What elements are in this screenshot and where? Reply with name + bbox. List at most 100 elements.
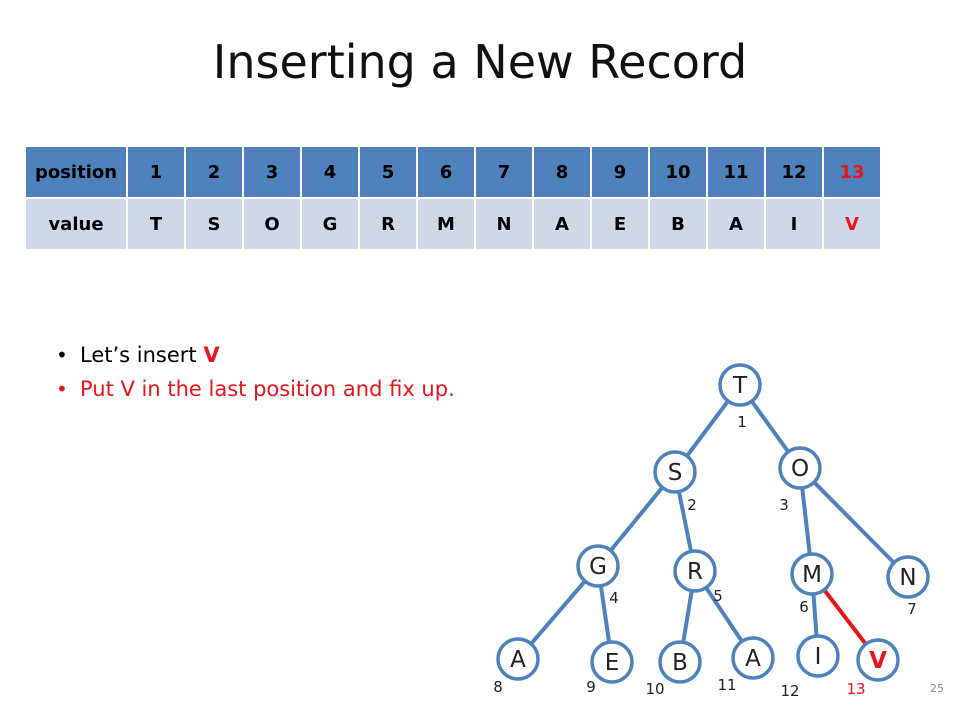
tree-node-circle: [796, 634, 840, 678]
tree-edge: [681, 590, 694, 643]
tree-node: S: [653, 450, 697, 494]
tree-edges: [529, 399, 896, 646]
tree-node-letter: V: [869, 648, 887, 674]
position-cell: 4: [300, 145, 360, 199]
tree-index-label: 6: [799, 598, 809, 616]
tree-edge: [811, 593, 819, 637]
bullet-item: • Put V in the last position and fix up.: [56, 372, 455, 406]
value-cell: M: [416, 197, 476, 251]
tree-node: T: [718, 363, 762, 407]
tree-edge-new: [822, 588, 868, 646]
tree-node: G: [576, 544, 620, 588]
tree-index-label: 5: [713, 587, 723, 605]
tree-node-circle: [653, 450, 697, 494]
position-cell: 8: [532, 145, 592, 199]
tree-node-circle: [590, 640, 634, 684]
tree-node-letter: A: [745, 646, 761, 672]
tree-edge: [704, 586, 744, 643]
tree-node-circle: [778, 446, 822, 490]
tree-edge: [750, 400, 790, 453]
tree-index-label: 10: [645, 680, 664, 698]
tree-node-circle: [856, 638, 900, 682]
tree-node-circle: [658, 640, 702, 684]
tree-node-letter: S: [668, 460, 683, 486]
bullet-item: • Let’s insert V: [56, 338, 455, 372]
tree-edge: [812, 480, 896, 565]
bullet-icon: •: [56, 343, 68, 367]
value-row: value T S O G R M N A E B A I V: [24, 197, 882, 251]
value-cell: A: [532, 197, 592, 251]
tree-node-new: V: [856, 638, 900, 682]
position-cell: 3: [242, 145, 302, 199]
tree-node: A: [496, 637, 540, 681]
tree-node: E: [590, 640, 634, 684]
bullet-text: Let’s insert: [80, 343, 204, 367]
tree-index-label: 1: [737, 413, 747, 431]
tree-node-letter: G: [589, 554, 607, 580]
bullet-highlight: V: [203, 343, 220, 367]
tree-node-letter: M: [802, 562, 822, 588]
tree-node-letter: N: [899, 565, 916, 591]
tree-index-label: 2: [687, 496, 697, 514]
tree-index-label: 12: [780, 682, 799, 700]
tree-node: O: [778, 446, 822, 490]
value-cell: T: [126, 197, 186, 251]
tree-index-label-new: 13: [846, 680, 865, 698]
bullet-icon: •: [56, 377, 68, 401]
tree-node-letter: E: [605, 650, 620, 676]
tree-node-circle: [731, 636, 775, 680]
tree-index-label: 3: [779, 496, 789, 514]
tree-node-circle: [673, 549, 717, 593]
tree-node: A: [731, 636, 775, 680]
tree-nodes: T S O G R M N A E B A I V: [496, 363, 930, 684]
value-cell: E: [590, 197, 650, 251]
value-cell: R: [358, 197, 418, 251]
position-row-label: position: [24, 145, 128, 199]
value-cell-new: V: [822, 197, 882, 251]
position-cell: 11: [706, 145, 766, 199]
value-cell: O: [242, 197, 302, 251]
bullet-text: Put V in the last position and fix up.: [80, 377, 455, 401]
tree-node-letter: R: [687, 559, 703, 585]
tree-node-circle: [790, 552, 834, 596]
position-cell: 2: [184, 145, 244, 199]
page-number: 25: [930, 682, 944, 695]
position-cell-new: 13: [822, 145, 882, 199]
value-cell: B: [648, 197, 708, 251]
position-cell: 12: [764, 145, 824, 199]
tree-node: N: [886, 555, 930, 599]
tree-edge: [685, 399, 730, 458]
tree-node: R: [673, 549, 717, 593]
tree-edge: [800, 487, 812, 555]
value-cell: N: [474, 197, 534, 251]
tree-edge: [609, 486, 664, 552]
position-cell: 1: [126, 145, 186, 199]
slide-title: Inserting a New Record: [212, 35, 748, 89]
value-cell: A: [706, 197, 766, 251]
tree-node: I: [796, 634, 840, 678]
bullet-list: • Let’s insert V • Put V in the last posit…: [56, 338, 455, 406]
position-cell: 7: [474, 145, 534, 199]
value-cell: I: [764, 197, 824, 251]
tree-node-letter: B: [672, 650, 688, 676]
tree-node-circle: [496, 637, 540, 681]
position-cell: 10: [648, 145, 708, 199]
tree-node-circle: [886, 555, 930, 599]
position-cell: 9: [590, 145, 650, 199]
tree-index-label: 9: [586, 678, 596, 696]
tree-node: B: [658, 640, 702, 684]
position-cell: 6: [416, 145, 476, 199]
position-row: position 1 2 3 4 5 6 7 8 9 10 11 12 13: [24, 145, 882, 199]
tree-index-label: 11: [717, 676, 736, 694]
tree-node-letter: I: [815, 644, 822, 670]
position-cell: 5: [358, 145, 418, 199]
tree-node-letter: A: [510, 647, 526, 673]
value-cell: S: [184, 197, 244, 251]
tree-node: M: [790, 552, 834, 596]
tree-edge: [529, 579, 587, 646]
value-cell: G: [300, 197, 360, 251]
tree-node-circle: [718, 363, 762, 407]
tree-node-letter: T: [732, 373, 748, 399]
tree-index-label: 7: [907, 600, 917, 618]
